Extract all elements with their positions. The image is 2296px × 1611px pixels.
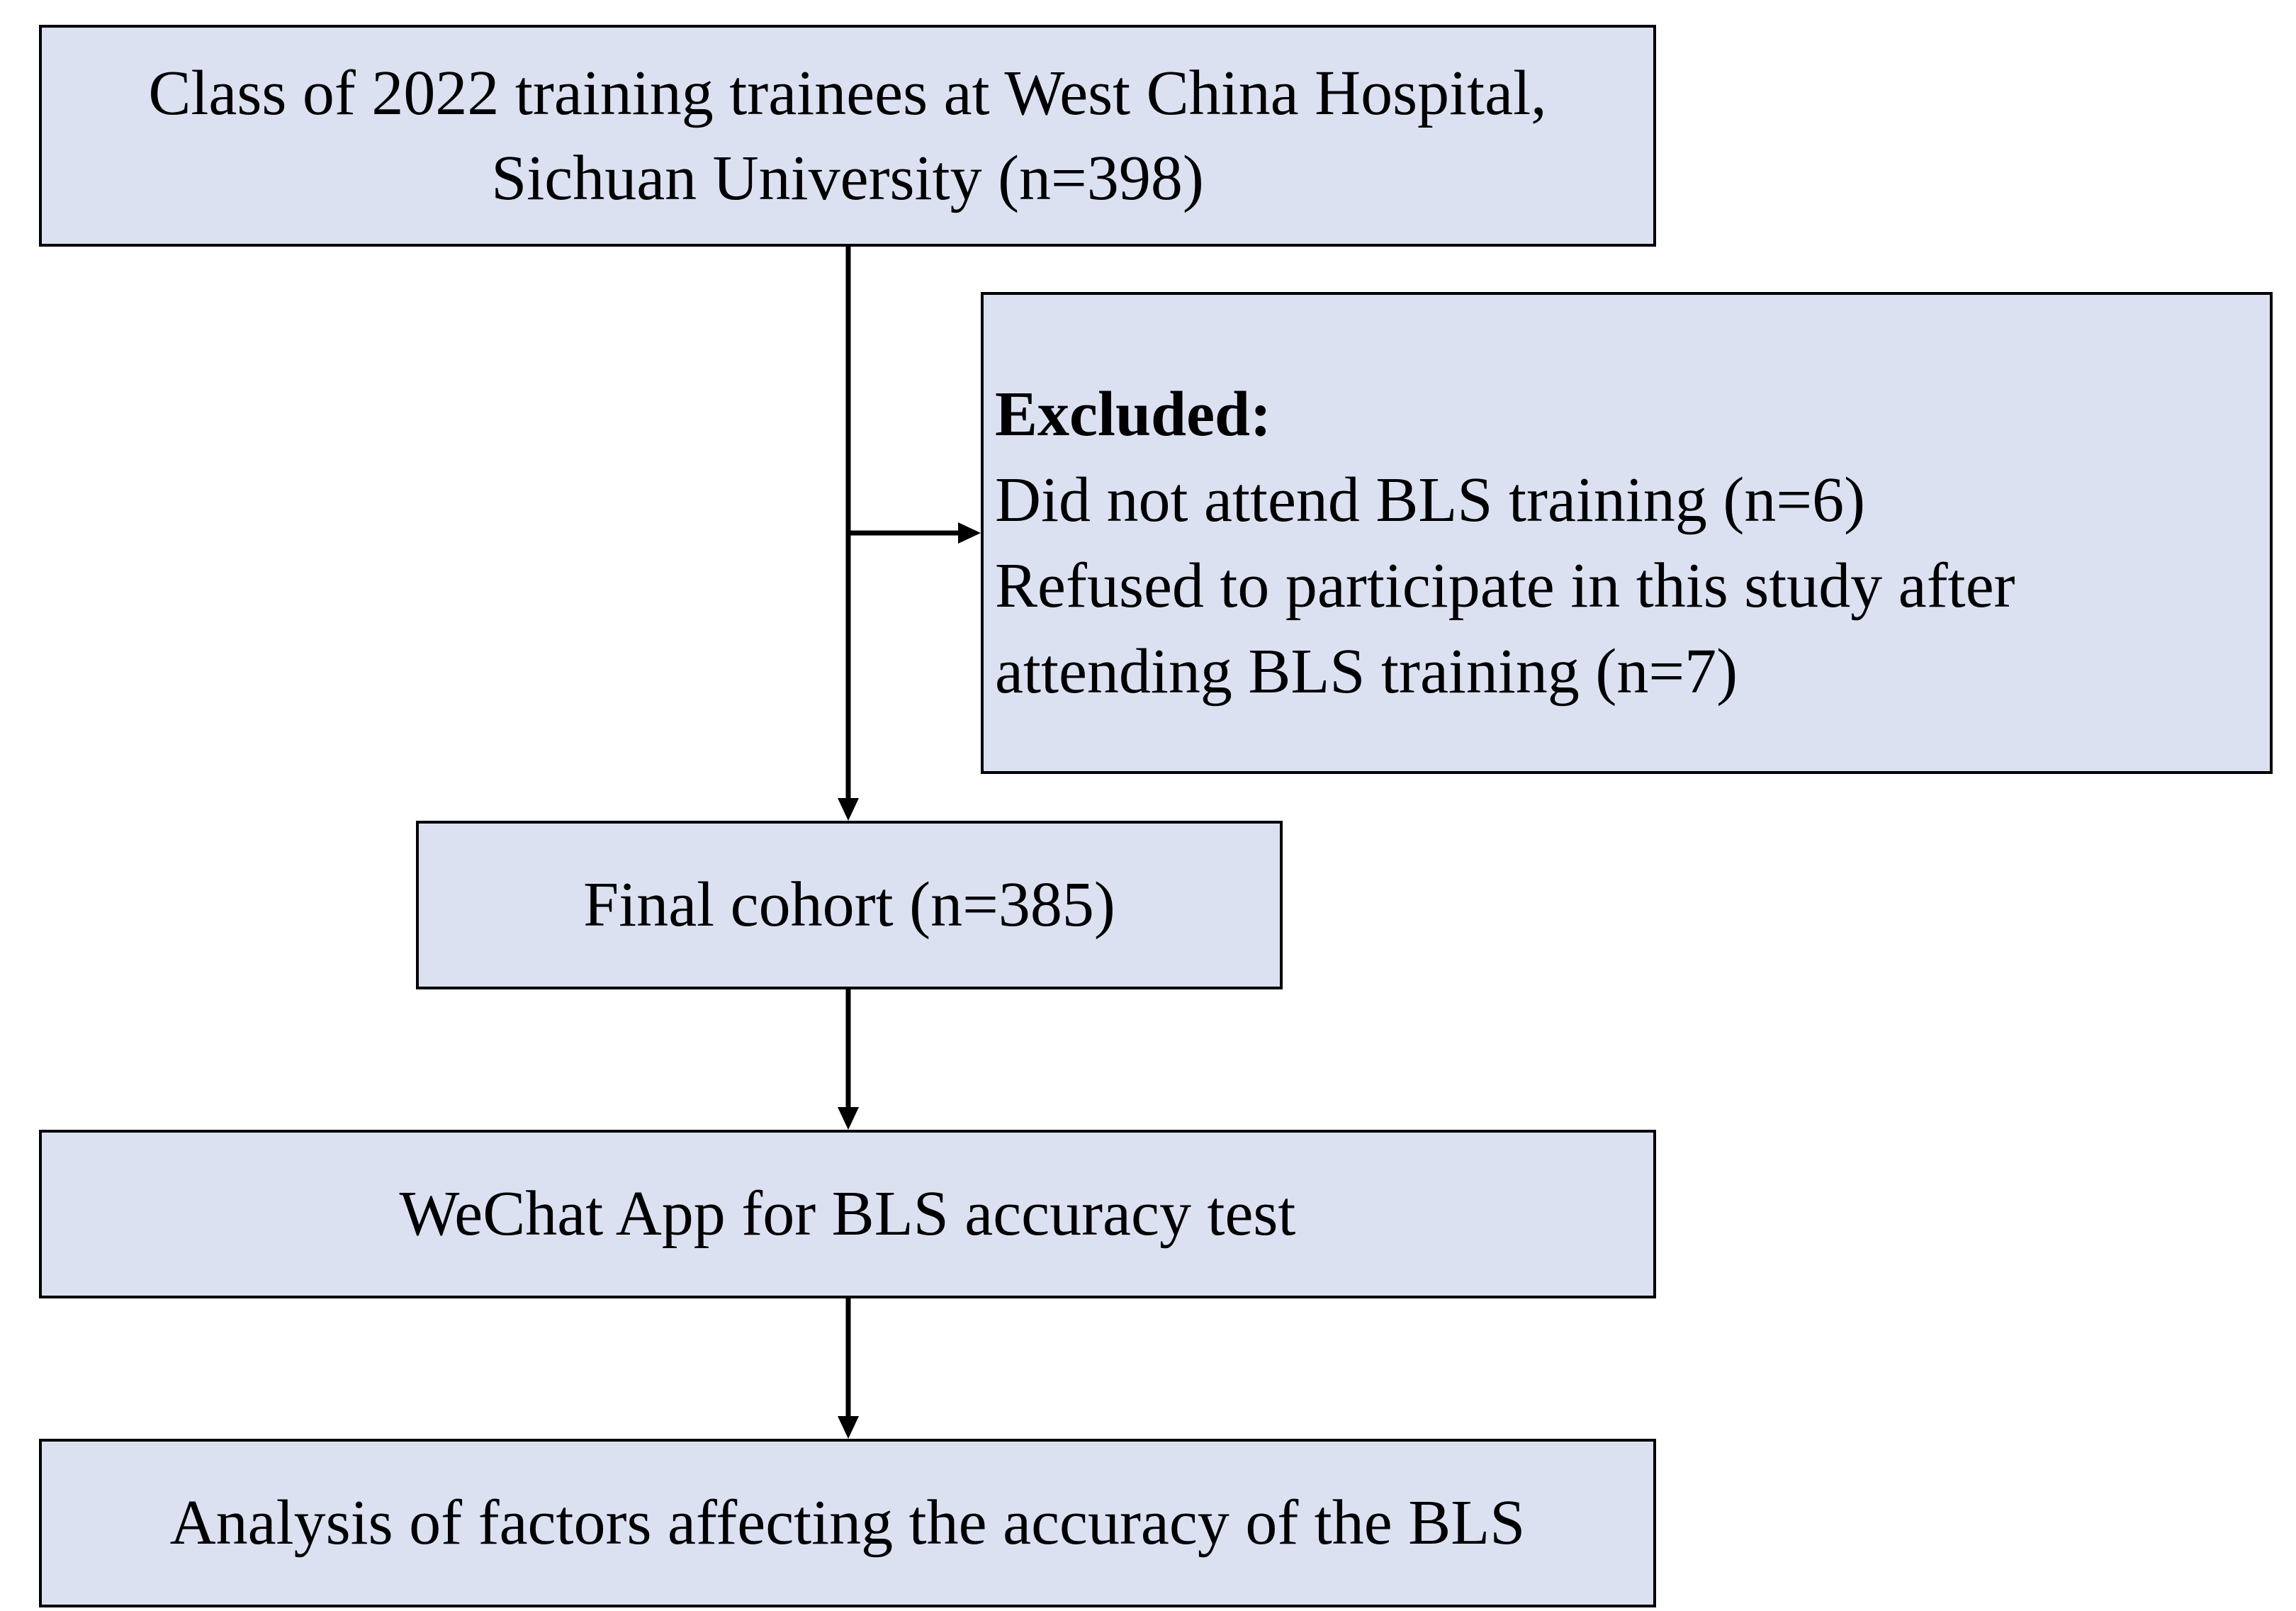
excluded-heading: Excluded: bbox=[995, 379, 1272, 449]
final-cohort-label: Final cohort (n=385) bbox=[583, 870, 1115, 940]
excluded-reason-2-line-1: Refused to participate in this study aft… bbox=[995, 551, 2015, 621]
accuracy-test-label: WeChat App for BLS accuracy test bbox=[399, 1179, 1296, 1249]
final-cohort-box: Final cohort (n=385) bbox=[416, 821, 1283, 989]
source-population-box: Class of 2022 training trainees at West … bbox=[39, 25, 1656, 247]
arrowhead-test bbox=[838, 1107, 859, 1130]
excluded-reason-2-line-2: attending BLS training (n=7) bbox=[995, 636, 1738, 707]
accuracy-test-box: WeChat App for BLS accuracy test bbox=[39, 1130, 1656, 1298]
excluded-box: Excluded: Did not attend BLS training (n… bbox=[981, 292, 2273, 774]
arrowhead-excluded bbox=[958, 522, 981, 544]
source-population-line-2: Sichuan University (n=398) bbox=[491, 142, 1204, 213]
arrowhead-final bbox=[838, 798, 859, 821]
arrowhead-analysis bbox=[838, 1416, 859, 1439]
source-population-line-1: Class of 2022 training trainees at West … bbox=[148, 57, 1547, 128]
excluded-reason-1: Did not attend BLS training (n=6) bbox=[995, 465, 1866, 535]
factor-analysis-box: Analysis of factors affecting the accura… bbox=[39, 1439, 1656, 1607]
factor-analysis-label: Analysis of factors affecting the accura… bbox=[169, 1488, 1526, 1558]
